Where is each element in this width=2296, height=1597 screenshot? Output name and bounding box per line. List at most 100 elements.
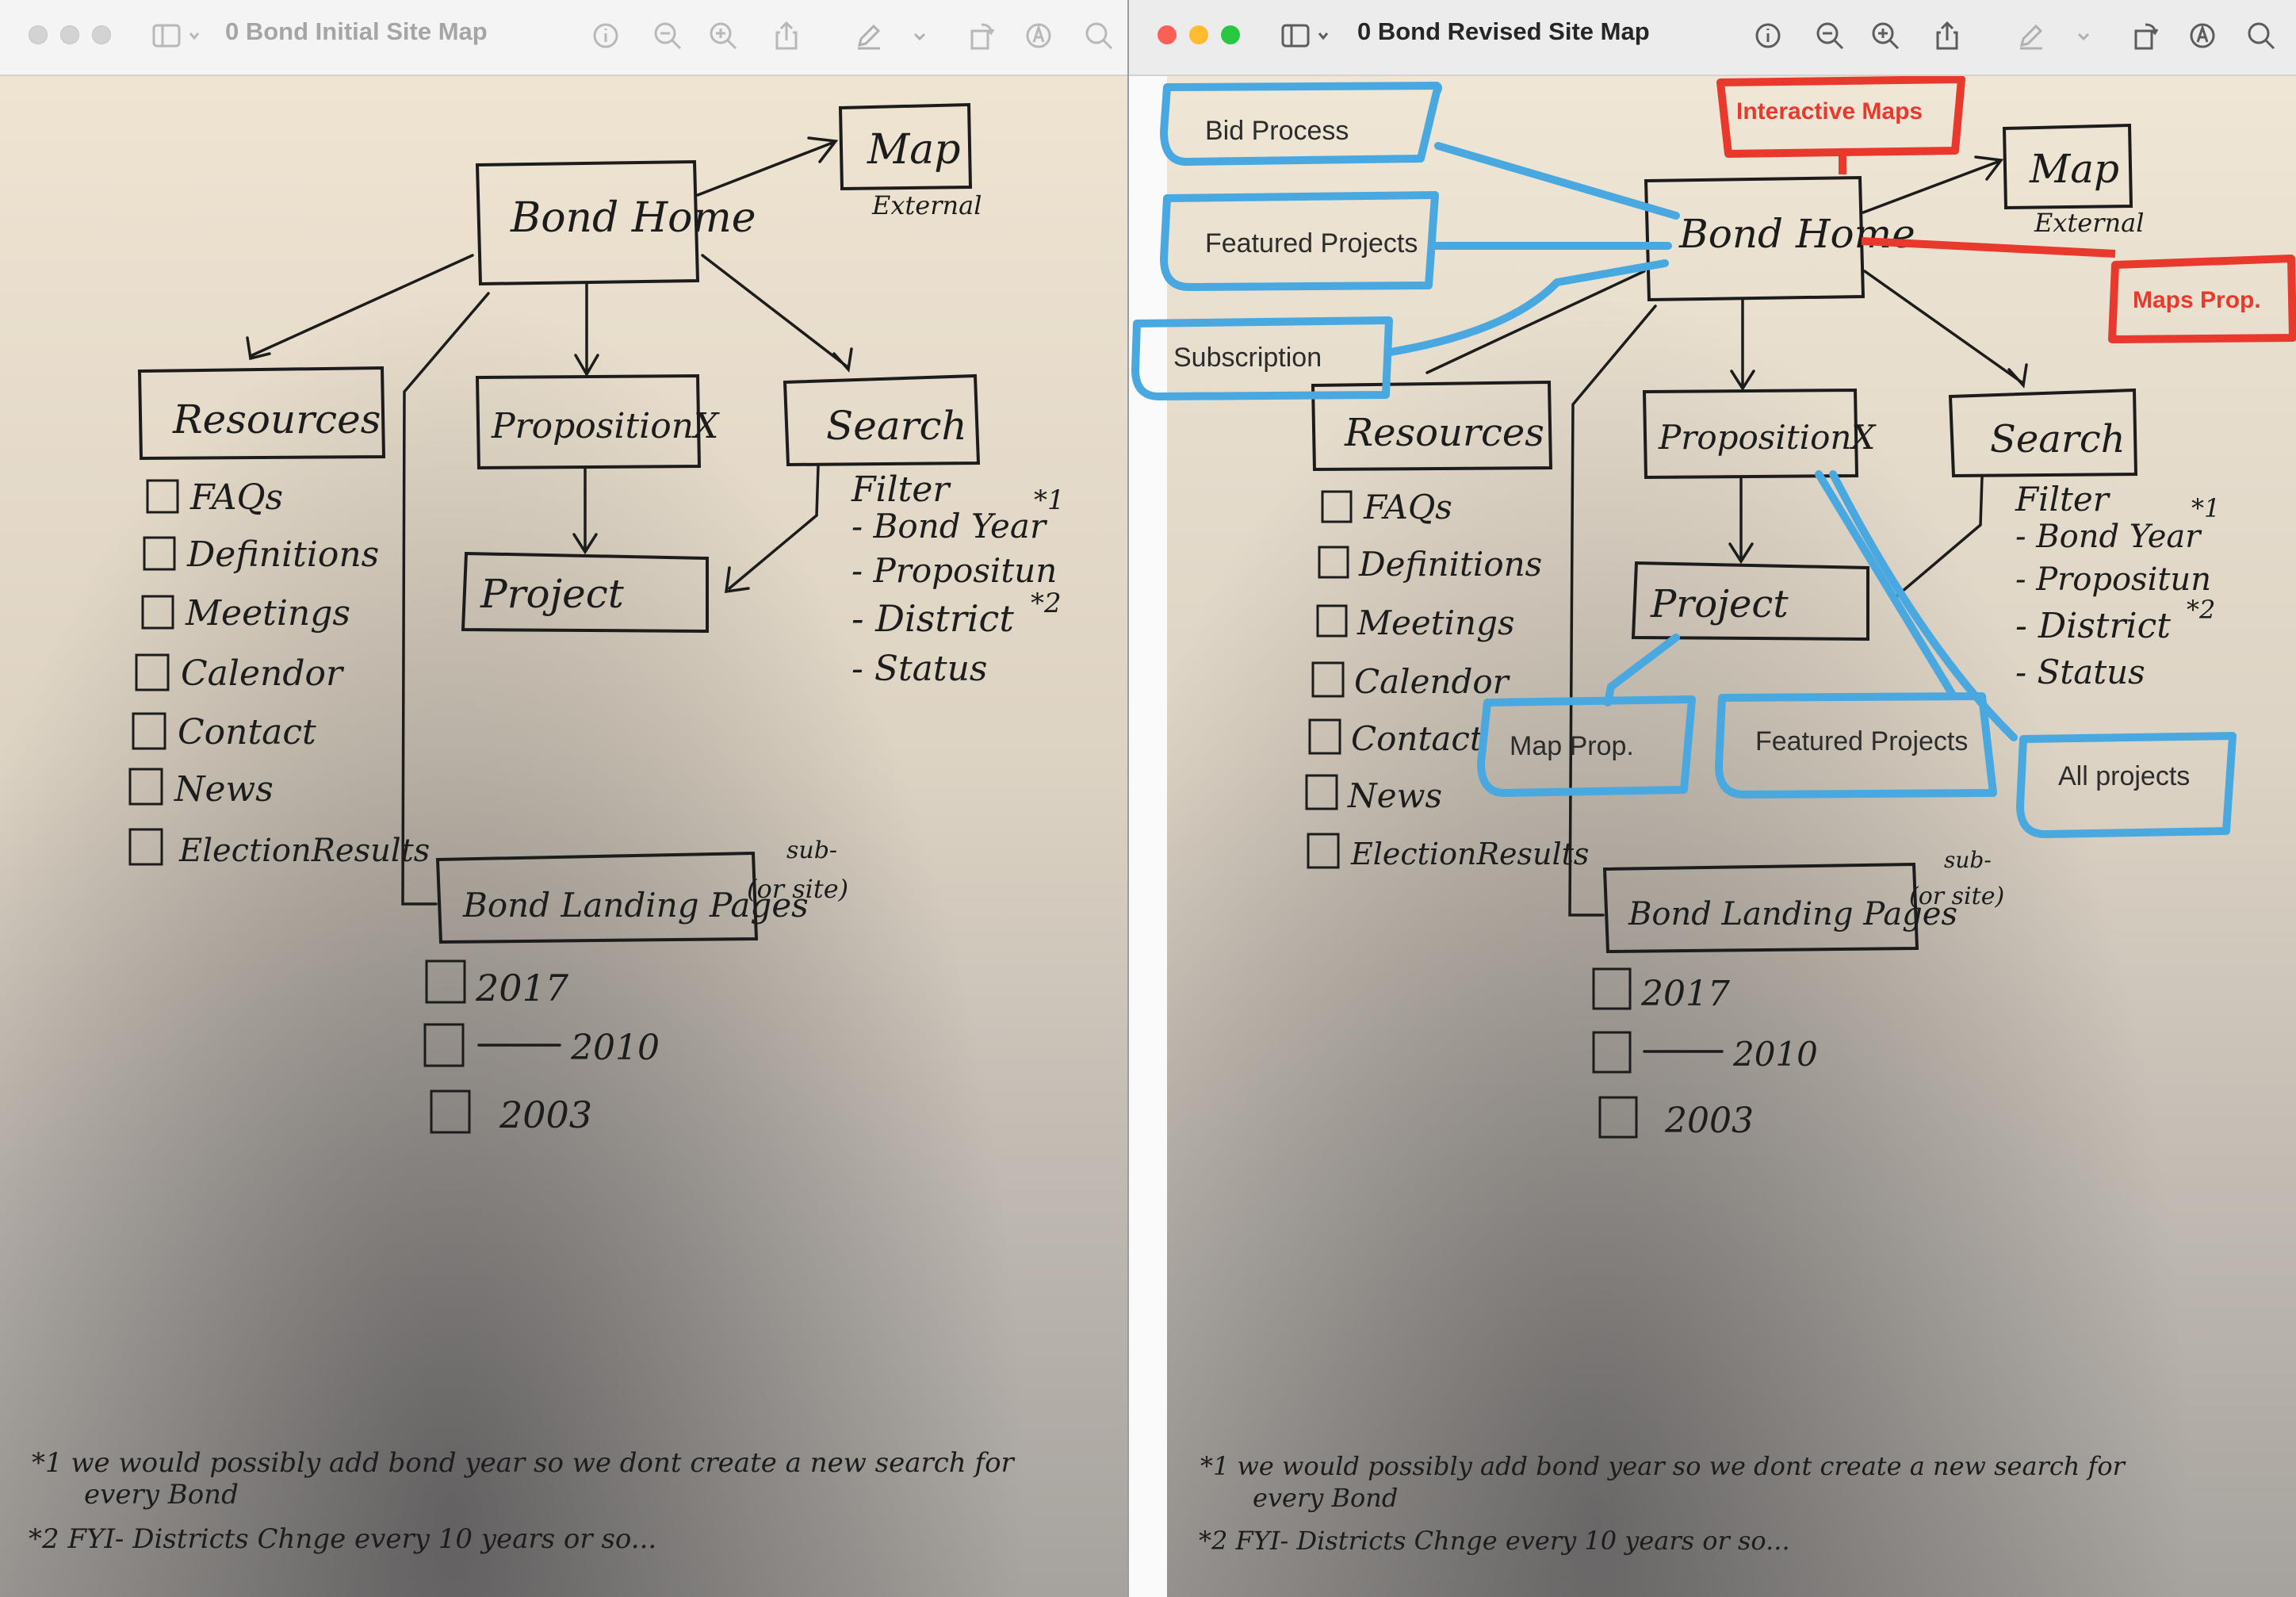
- close-button[interactable]: [1158, 25, 1177, 44]
- resource-item: FAQs: [189, 477, 283, 518]
- sidebar-toggle-button[interactable]: [151, 21, 206, 52]
- filter-item: - Bond Year: [851, 507, 1048, 546]
- annotate-icon[interactable]: [1021, 18, 1056, 53]
- featured-projects-callout: [1160, 191, 1439, 291]
- share-icon[interactable]: [769, 18, 804, 53]
- window-controls: [29, 25, 111, 44]
- filter-item: Filter: [2015, 480, 2111, 519]
- line-to-landing: [401, 292, 490, 906]
- arrow-to-proposition: [574, 282, 599, 377]
- minimize-button[interactable]: [60, 25, 79, 44]
- search-icon[interactable]: [2244, 18, 2279, 53]
- share-icon[interactable]: [1930, 18, 1965, 53]
- resource-item: Contact: [1351, 719, 1483, 758]
- resource-item: News: [1347, 776, 1442, 815]
- zoom-in-icon[interactable]: [706, 18, 740, 53]
- resources-box: [137, 366, 386, 461]
- connector-line: [1434, 142, 1680, 220]
- proposition-label: PropositionX: [491, 406, 720, 446]
- annotation-label: Featured Projects: [1755, 726, 1968, 756]
- resource-item: Definitions: [1358, 545, 1542, 584]
- map-prop-callout: [1477, 695, 1696, 797]
- title-bar[interactable]: 0 Bond Revised Site Map: [1129, 0, 2296, 76]
- filter-item: - District: [851, 597, 1014, 640]
- preview-window-revised[interactable]: 0 Bond Revised Site Map Bond Home Map Ex…: [1129, 0, 2296, 1597]
- sidebar-toggle-button[interactable]: [1280, 21, 1335, 52]
- search-box: [1948, 388, 2138, 478]
- search-label: Search: [1990, 417, 2126, 461]
- annotate-icon[interactable]: [2185, 18, 2220, 53]
- annotation-label: Map Prop.: [1510, 731, 1634, 761]
- maps-prop-callout: [2108, 255, 2296, 343]
- search-icon[interactable]: [1081, 18, 1116, 53]
- landing-year-list: 2017 2010 2003: [423, 959, 660, 1136]
- map-label: Map: [867, 126, 961, 174]
- resource-item: News: [174, 769, 274, 810]
- filter-item: - Status: [851, 649, 988, 689]
- annotation-label: Maps Prop.: [2133, 287, 2261, 313]
- footnote-2: *2 FYI- Districts Chnge every 10 years o…: [29, 1523, 656, 1555]
- resources-list: FAQs Definitions Meetings Calendor Conta…: [1305, 488, 1589, 871]
- footnote-1: *1 we would possibly add bond year so we…: [1200, 1451, 2126, 1481]
- year-item: 2003: [499, 1093, 592, 1136]
- interactive-maps-callout: [1716, 76, 1965, 158]
- annotation-label: Interactive Maps: [1736, 98, 1923, 124]
- arrow-to-resources: [1425, 270, 1646, 374]
- annotation-label: Bid Process: [1205, 116, 1349, 146]
- arrow-to-map: [1862, 155, 2004, 214]
- chevron-down-icon[interactable]: [2074, 18, 2093, 53]
- connector-line: [1387, 259, 1669, 356]
- all-projects-callout: [2016, 732, 2237, 838]
- blue-annotations: Bid Process Featured Projects Subscripti…: [1131, 82, 2237, 838]
- arrow-to-proposition: [1730, 298, 1755, 392]
- arrow-to-search: [701, 254, 853, 373]
- resources-label: Resources: [172, 396, 381, 442]
- info-icon[interactable]: [588, 18, 623, 53]
- sidebar-icon: [152, 24, 200, 48]
- year-item: 2010: [570, 1028, 660, 1068]
- resources-list: FAQs Definitions Meetings Calendor Conta…: [128, 477, 430, 869]
- window-title: 0 Bond Initial Site Map: [225, 17, 488, 45]
- document-view[interactable]: Bond Home Map External Resources FAQs De…: [1129, 76, 2296, 1597]
- connector-line: [1815, 470, 1957, 700]
- filter-item: - Bond Year: [2015, 519, 2202, 555]
- footnote-marker: *2: [1031, 588, 1062, 619]
- footnote-marker: *1: [2191, 493, 2220, 523]
- map-label: Map: [2029, 146, 2119, 192]
- proposition-label: PropositionX: [1658, 418, 1877, 457]
- minimize-button[interactable]: [1189, 25, 1208, 44]
- arrow-to-search: [1863, 270, 2028, 389]
- markup-icon[interactable]: [2014, 18, 2049, 53]
- footnote-marker: *2: [2187, 595, 2215, 625]
- document-view[interactable]: Bond Home Map External Resources FAQs De…: [0, 76, 1127, 1597]
- zoom-out-icon[interactable]: [650, 18, 685, 53]
- chevron-down-icon[interactable]: [910, 18, 929, 53]
- map-external-note: External: [2034, 208, 2144, 238]
- zoom-button[interactable]: [1221, 25, 1240, 44]
- search-label: Search: [826, 403, 967, 449]
- close-button[interactable]: [29, 25, 48, 44]
- bond-home-label: Bond Home: [510, 194, 756, 242]
- zoom-in-icon[interactable]: [1868, 18, 1903, 53]
- landing-note: sub-: [1944, 847, 1992, 873]
- zoom-out-icon[interactable]: [1812, 18, 1847, 53]
- rotate-icon[interactable]: [2128, 18, 2163, 53]
- title-bar[interactable]: 0 Bond Initial Site Map: [0, 0, 1127, 76]
- site-map-sketch: Bond Home Map External Resources FAQs De…: [29, 102, 1065, 1555]
- info-icon[interactable]: [1751, 18, 1785, 53]
- rotate-icon[interactable]: [964, 18, 999, 53]
- search-filter-list: Filter - Bond Year - Propositun - Distri…: [851, 469, 1065, 689]
- bond-home-box: [1644, 175, 1866, 302]
- window-title: 0 Bond Revised Site Map: [1357, 17, 1650, 45]
- preview-window-initial[interactable]: 0 Bond Initial Site Map Bond Home Map Ex…: [0, 0, 1127, 1597]
- filter-item: Filter: [851, 469, 951, 510]
- project-label: Project: [480, 571, 625, 617]
- resource-item: Calendor: [1354, 662, 1511, 701]
- window-controls: [1158, 25, 1240, 44]
- landing-pages-label: Bond Landing Pages: [1628, 896, 1957, 933]
- connector-line: [1829, 470, 2018, 741]
- bond-home-label: Bond Home: [1678, 211, 1915, 257]
- zoom-button[interactable]: [92, 25, 111, 44]
- footnote-marker: *1: [1034, 484, 1065, 516]
- markup-icon[interactable]: [851, 18, 886, 53]
